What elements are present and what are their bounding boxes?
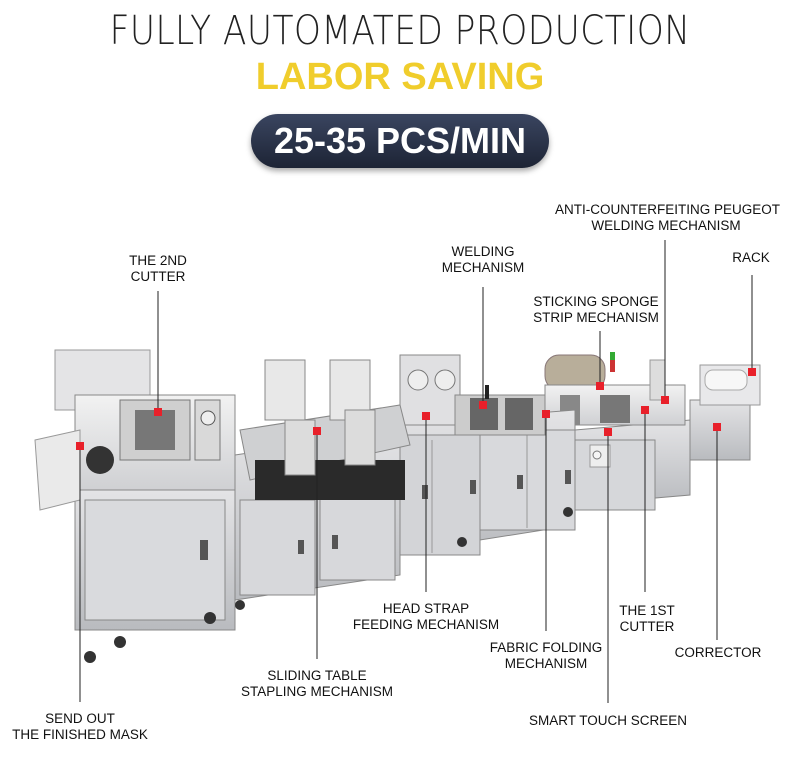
right-cabinets bbox=[574, 419, 691, 511]
caster-wheels bbox=[84, 507, 573, 663]
label-touch-screen: SMART TOUCH SCREEN bbox=[528, 713, 688, 728]
marker-points bbox=[76, 368, 756, 450]
page-title: FULLY AUTOMATED PRODUCTION bbox=[109, 8, 691, 54]
sliding-table-section bbox=[234, 359, 411, 601]
rack-section bbox=[689, 364, 761, 461]
welding-unit bbox=[399, 354, 546, 436]
sponge-unit bbox=[544, 352, 686, 426]
middle-cabinets bbox=[384, 409, 576, 556]
leader-lines bbox=[79, 240, 753, 703]
label-corrector: CORRECTOR bbox=[674, 645, 762, 660]
page-subtitle: LABOR SAVING bbox=[255, 56, 545, 98]
label-rack: RACK bbox=[732, 250, 770, 265]
speed-badge: 25-35 PCS/MIN bbox=[251, 114, 549, 168]
left-end-section bbox=[34, 349, 236, 631]
